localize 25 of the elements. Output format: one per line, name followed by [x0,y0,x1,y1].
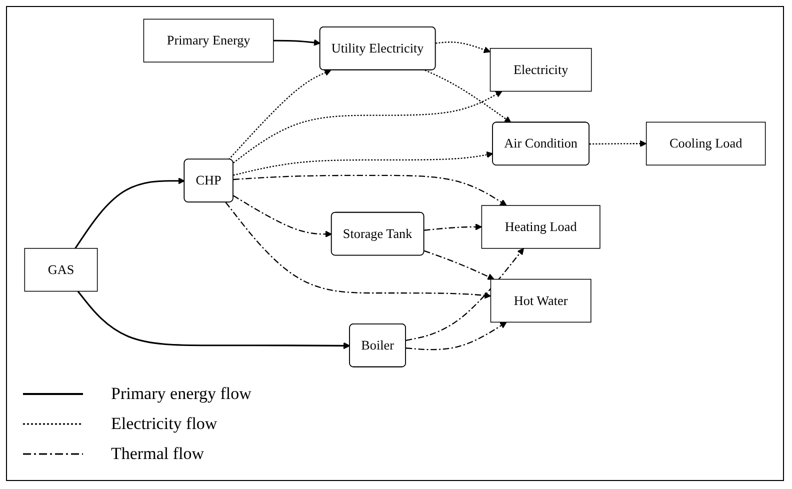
arrow [589,140,647,148]
arrow [436,42,491,54]
arrow [228,70,332,160]
arrow [406,322,507,350]
arrow [424,224,482,231]
node-box: GAS [24,248,98,292]
arrow [406,248,524,341]
arrow [232,90,502,164]
arrow [225,202,492,299]
arrow [424,250,494,280]
node-box: Primary Energy [143,18,274,62]
node-box: Heating Load [481,205,600,249]
legend-text: Primary energy flow [111,384,252,404]
arrow [233,174,507,206]
node-box: Electricity [490,48,592,92]
arrow [424,70,512,123]
arrow [74,177,185,249]
node-box: Cooling Load [646,122,766,166]
arrow [273,39,320,46]
arrow [233,151,494,176]
legend-text: Electricity flow [111,414,218,434]
arrow [77,290,350,350]
legend-text: Thermal flow [111,444,204,464]
node-box: Hot Water [490,278,592,323]
arrow [233,195,332,238]
